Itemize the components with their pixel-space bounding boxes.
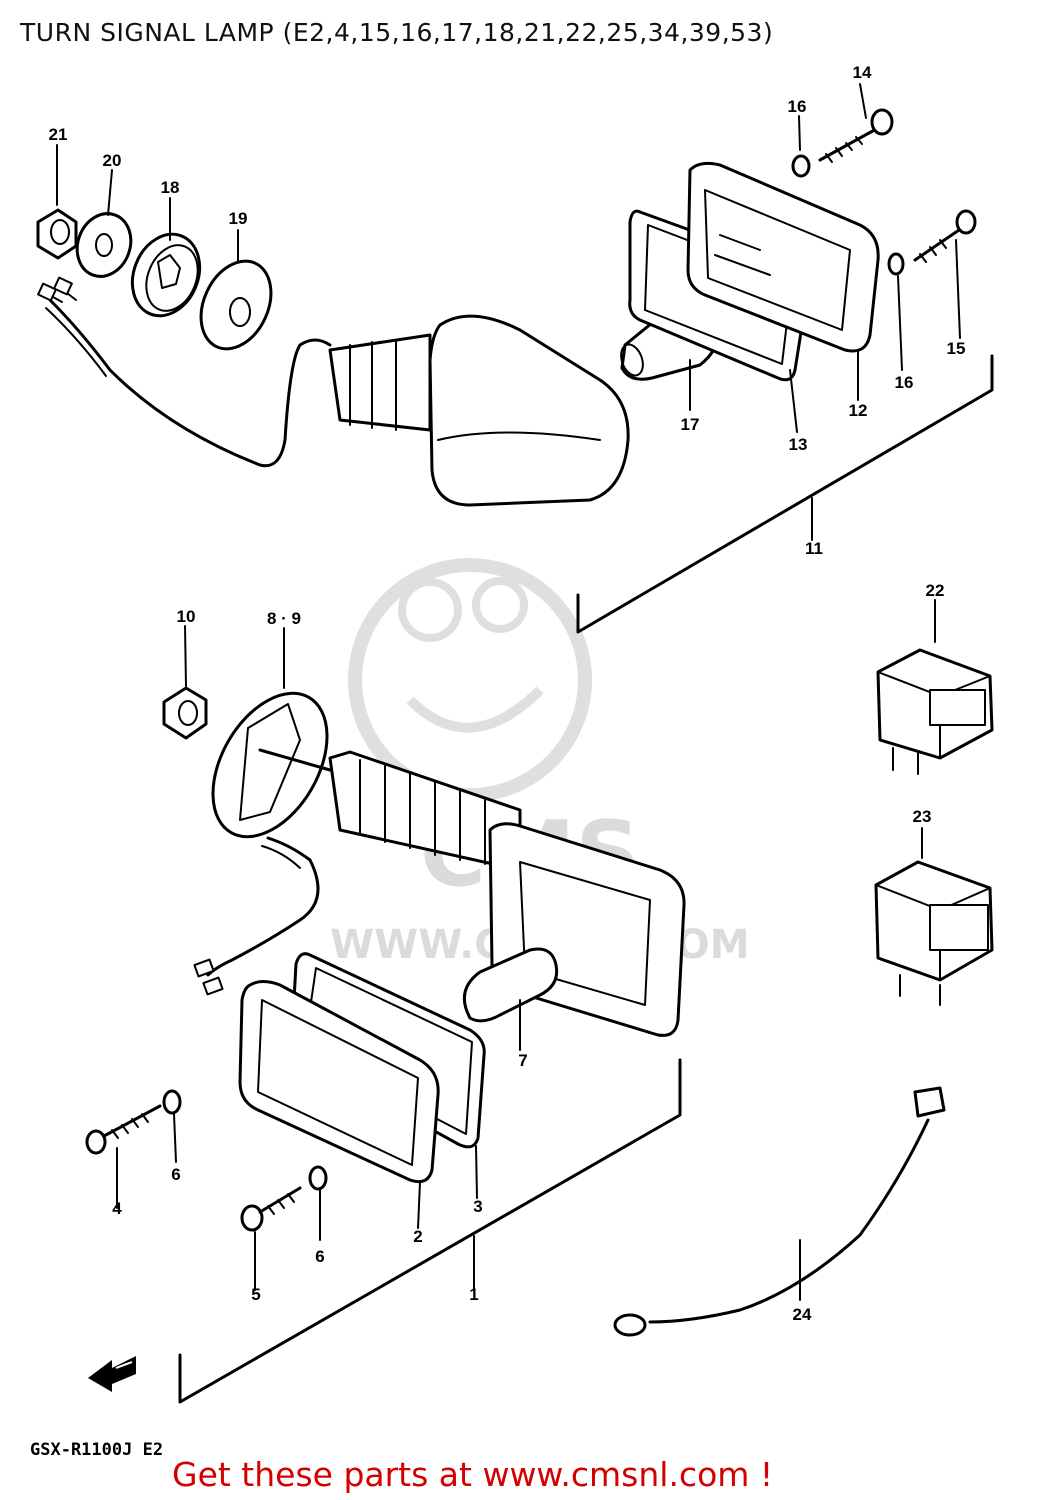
bulb-7 bbox=[462, 947, 559, 1023]
part-label-6-lower: 6 bbox=[315, 1247, 324, 1266]
lens-12 bbox=[686, 161, 880, 353]
part-label-18: 18 bbox=[161, 178, 180, 197]
relay-22 bbox=[876, 648, 994, 775]
part-label-5: 5 bbox=[251, 1285, 260, 1304]
washer-6-lower bbox=[308, 1165, 328, 1191]
model-code: GSX-R1100J E2 bbox=[30, 1440, 163, 1460]
washer-20 bbox=[75, 212, 133, 278]
part-label-21: 21 bbox=[49, 125, 68, 144]
part-label-4: 4 bbox=[112, 1199, 122, 1218]
buy-parts-link[interactable]: Get these parts at www.cmsnl.com ! bbox=[172, 1455, 774, 1494]
relay-23 bbox=[874, 860, 994, 1006]
grommet-8-9 bbox=[211, 691, 329, 839]
diagram-title: TURN SIGNAL LAMP (E2,4,15,16,17,18,21,22… bbox=[20, 18, 774, 47]
washer-16-upper bbox=[791, 154, 811, 178]
part-label-7: 7 bbox=[518, 1051, 527, 1070]
lens-2 bbox=[238, 980, 440, 1184]
part-label-13: 13 bbox=[789, 435, 808, 454]
nut-21 bbox=[36, 208, 78, 260]
nut-10 bbox=[162, 686, 208, 740]
grommet-18 bbox=[130, 232, 202, 318]
part-label-2: 2 bbox=[413, 1227, 422, 1246]
screw-15 bbox=[913, 209, 977, 263]
lamp-housing-11 bbox=[328, 314, 630, 507]
part-label-20: 20 bbox=[103, 151, 122, 170]
part-label-3: 3 bbox=[473, 1197, 482, 1216]
part-label-24: 24 bbox=[793, 1305, 812, 1324]
part-label-11: 11 bbox=[805, 539, 823, 558]
ground-wire-24 bbox=[613, 1086, 946, 1337]
part-label-6-upper: 6 bbox=[171, 1165, 180, 1184]
washer-16-lower bbox=[887, 252, 905, 276]
part-label-8-9: 8 · 9 bbox=[267, 609, 301, 628]
assembly-bracket-11 bbox=[576, 354, 994, 634]
part-label-16-lower: 16 bbox=[895, 373, 914, 392]
front-turn-signal-assembly bbox=[36, 108, 994, 634]
part-label-19: 19 bbox=[229, 209, 248, 228]
cushion-19 bbox=[199, 259, 273, 351]
part-label-10: 10 bbox=[177, 607, 196, 626]
part-label-17: 17 bbox=[681, 415, 700, 434]
front-direction-arrow bbox=[88, 1356, 136, 1392]
part-label-15: 15 bbox=[947, 339, 966, 358]
assembly-bracket-1 bbox=[178, 1058, 682, 1404]
part-label-16-upper: 16 bbox=[788, 97, 807, 116]
part-number-labels: 21 20 18 19 14 16 12 13 17 16 15 11 10 8… bbox=[49, 63, 966, 1324]
wire-harness-upper bbox=[37, 276, 332, 468]
part-label-14: 14 bbox=[853, 63, 872, 82]
leader-lines bbox=[56, 83, 961, 1301]
part-label-22: 22 bbox=[926, 581, 945, 600]
wire-harness-lower bbox=[193, 748, 332, 996]
rear-turn-signal-assembly bbox=[85, 686, 686, 1404]
part-label-12: 12 bbox=[849, 401, 868, 420]
screw-5 bbox=[240, 1186, 302, 1232]
part-label-23: 23 bbox=[913, 807, 932, 826]
screw-4 bbox=[85, 1104, 162, 1155]
part-label-1: 1 bbox=[469, 1285, 478, 1304]
screw-14 bbox=[818, 108, 894, 163]
washer-6-upper bbox=[162, 1089, 182, 1115]
